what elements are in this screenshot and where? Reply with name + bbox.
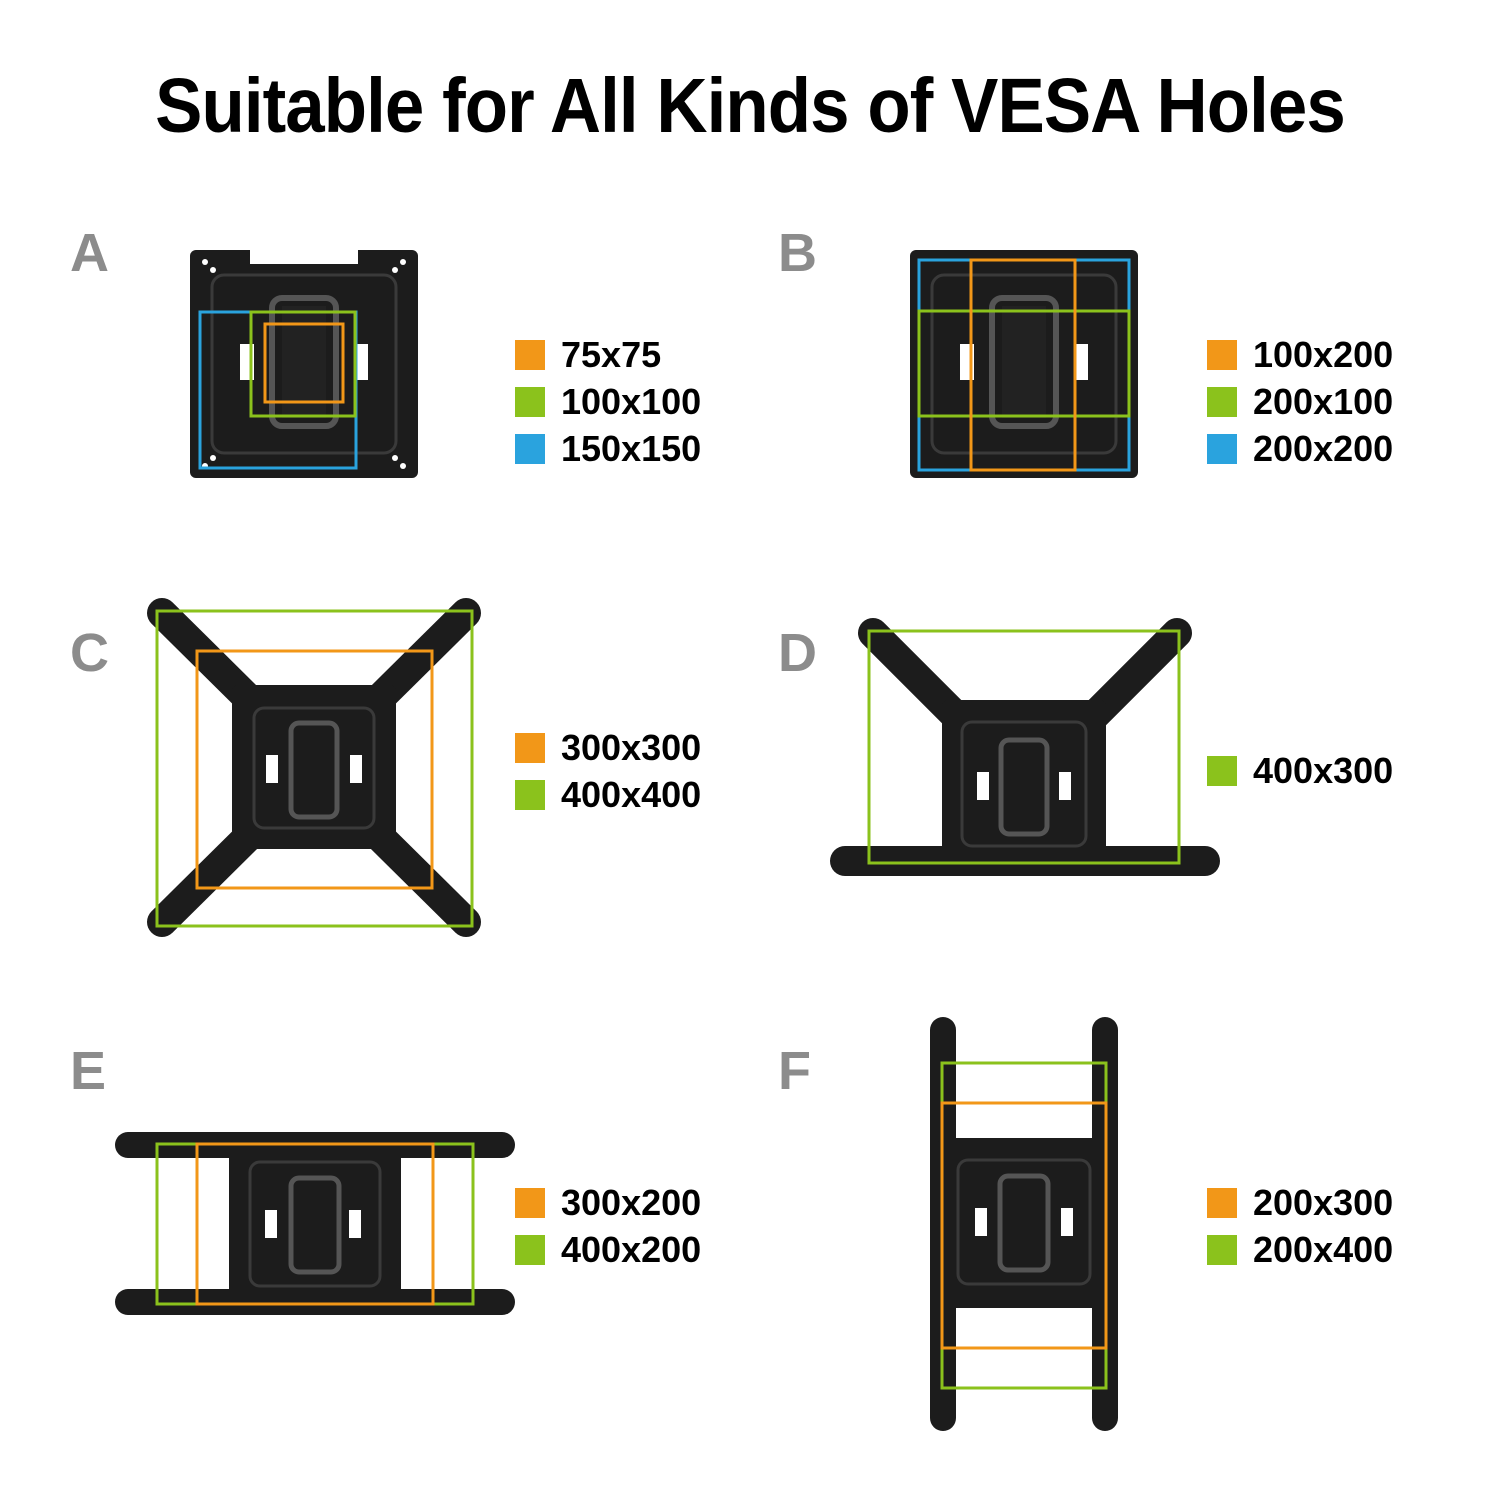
vesa-outline-300x200 <box>195 1142 435 1306</box>
legend-swatch <box>515 1187 545 1218</box>
legend-swatch <box>1207 755 1237 786</box>
vesa-outline-100x200 <box>969 258 1077 472</box>
legend-swatch <box>1207 339 1237 370</box>
legend-swatch <box>515 779 545 810</box>
section-letter-f: F <box>778 1041 811 1101</box>
page-title: Suitable for All Kinds of VESA Holes <box>155 63 1346 149</box>
plate-d <box>830 618 1220 876</box>
legend-item: 400x400 <box>515 771 701 818</box>
legend-d: 400x300 <box>1207 747 1393 794</box>
legend-item: 150x150 <box>515 425 701 472</box>
legend-item: 75x75 <box>515 331 701 378</box>
section-letter-a: A <box>70 223 109 283</box>
legend-label: 150x150 <box>561 427 702 469</box>
legend-swatch <box>1207 433 1237 464</box>
vesa-outline-200x100 <box>917 309 1131 418</box>
vesa-outline-400x400 <box>155 609 474 928</box>
vesa-outline-200x300 <box>940 1101 1108 1350</box>
legend-a: 75x75 100x100 150x150 <box>515 331 701 472</box>
legend-swatch <box>1207 1234 1237 1265</box>
legend-item: 200x300 <box>1207 1179 1393 1226</box>
plate-b <box>910 250 1138 478</box>
legend-swatch <box>515 433 545 464</box>
vesa-outline-100x100 <box>249 310 357 418</box>
legend-label: 300x200 <box>561 1181 702 1223</box>
legend-label: 200x400 <box>1253 1228 1394 1270</box>
legend-item: 300x200 <box>515 1179 701 1226</box>
section-letter-e: E <box>70 1041 107 1101</box>
legend-label: 200x300 <box>1253 1181 1394 1223</box>
plate-e <box>115 1132 515 1315</box>
legend-f: 200x300 200x400 <box>1207 1179 1393 1273</box>
legend-swatch <box>515 386 545 417</box>
legend-item: 100x100 <box>515 378 701 425</box>
legend-label: 100x200 <box>1253 333 1394 375</box>
legend-swatch <box>515 732 545 763</box>
legend-item: 400x300 <box>1207 747 1393 794</box>
legend-e: 300x200 400x200 <box>515 1179 701 1273</box>
legend-item: 100x200 <box>1207 331 1393 378</box>
legend-swatch <box>515 1234 545 1265</box>
legend-label: 300x300 <box>561 726 702 768</box>
section-letter-b: B <box>778 223 817 283</box>
legend-item: 200x400 <box>1207 1226 1393 1273</box>
legend-c: 300x300 400x400 <box>515 724 701 818</box>
legend-swatch <box>515 339 545 370</box>
section-letter-c: C <box>70 623 109 683</box>
plate-a <box>190 250 418 478</box>
vesa-outline-300x300 <box>195 649 434 890</box>
section-letter-d: D <box>778 623 817 683</box>
legend-item: 300x300 <box>515 724 701 771</box>
legend-item: 400x200 <box>515 1226 701 1273</box>
plate-c <box>147 598 481 937</box>
vesa-outline-400x300 <box>867 629 1181 865</box>
plate-f <box>930 1017 1118 1431</box>
legend-label: 400x200 <box>561 1228 702 1270</box>
legend-swatch <box>1207 386 1237 417</box>
legend-label: 400x300 <box>1253 749 1394 791</box>
legend-label: 100x100 <box>561 380 702 422</box>
legend-label: 75x75 <box>561 333 662 375</box>
legend-label: 200x100 <box>1253 380 1394 422</box>
legend-label: 400x400 <box>561 773 702 815</box>
legend-item: 200x100 <box>1207 378 1393 425</box>
legend-item: 200x200 <box>1207 425 1393 472</box>
legend-label: 200x200 <box>1253 427 1394 469</box>
vesa-outline-75x75 <box>263 322 345 404</box>
legend-swatch <box>1207 1187 1237 1218</box>
legend-b: 100x200 200x100 200x200 <box>1207 331 1393 472</box>
